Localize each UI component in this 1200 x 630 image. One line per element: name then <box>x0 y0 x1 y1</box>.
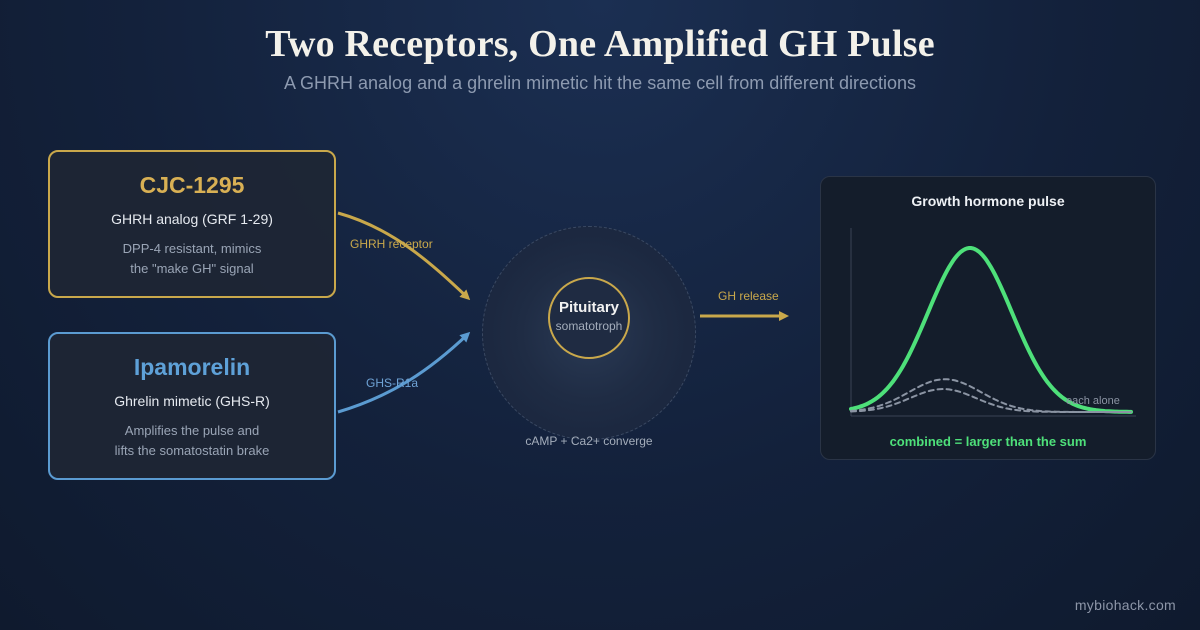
gh-release-label: GH release <box>718 289 779 303</box>
chart-title: Growth hormone pulse <box>911 193 1065 209</box>
page-subtitle: A GHRH analog and a ghrelin mimetic hit … <box>284 73 916 93</box>
alone-b-curve <box>850 387 1132 413</box>
converge-note: cAMP + Ca2+ converge <box>525 434 653 448</box>
compound-role: Ghrelin mimetic (GHS-R) <box>114 393 270 409</box>
brand-watermark: mybiohack.com <box>1074 597 1176 613</box>
each-alone-label: each alone <box>1066 395 1120 407</box>
page-title: Two Receptors, One Amplified GH Pulse <box>265 23 935 65</box>
combined-curve <box>849 246 1133 414</box>
description-line: lifts the somatostatin brake <box>114 443 270 458</box>
compound-description: Amplifies the pulse and lifts the somato… <box>50 421 334 461</box>
compound-name: CJC-1295 <box>139 172 245 198</box>
ghs-arrow <box>337 331 471 414</box>
combined-label: combined = larger than the sum <box>889 434 1087 449</box>
cell-type: somatotroph <box>555 319 623 333</box>
cell-name: Pituitary <box>558 299 619 316</box>
cjc-1295-card: CJC-1295 GHRH analog (GRF 1-29) DPP-4 re… <box>48 150 336 298</box>
description-line: DPP-4 resistant, mimics <box>122 241 262 256</box>
ipamorelin-card: Ipamorelin Ghrelin mimetic (GHS-R) Ampli… <box>48 332 336 480</box>
compound-role: GHRH analog (GRF 1-29) <box>111 211 273 227</box>
description-line: the "make GH" signal <box>130 261 254 276</box>
gh-pulse-chart <box>849 228 1136 417</box>
ghrh-receptor-label: GHRH receptor <box>350 237 433 251</box>
compound-name: Ipamorelin <box>133 354 251 380</box>
alone-a-curve <box>850 378 1132 413</box>
ghs-receptor-label: GHS-R1a <box>366 376 419 390</box>
ghrh-arrow <box>337 211 471 301</box>
compound-description: DPP-4 resistant, mimics the "make GH" si… <box>50 239 334 279</box>
description-line: Amplifies the pulse and <box>124 423 260 438</box>
pituitary-nucleus: Pituitary somatotroph <box>548 277 630 359</box>
